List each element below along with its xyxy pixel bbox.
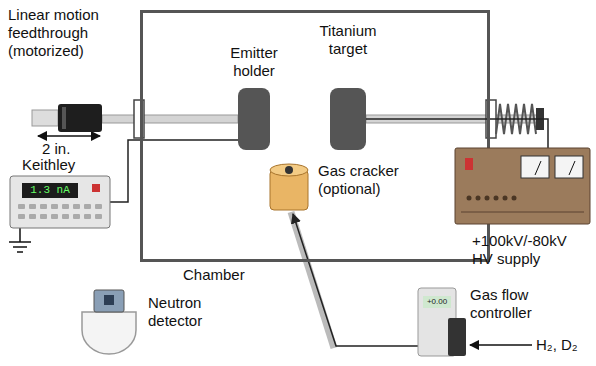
cable (110, 140, 238, 202)
gas-label: H₂, D₂ (536, 336, 578, 354)
cable (366, 119, 548, 148)
hv-supply-shape (455, 148, 590, 224)
emitter-rod (102, 115, 238, 123)
neutron-detector-shape (78, 288, 140, 356)
cable (293, 214, 418, 346)
gas-cracker-shape (266, 160, 312, 214)
linear-feedthrough: Linear motion feedthrough (motorized) (32, 104, 102, 132)
vacuum-chamber: ChamberEmitter holderTitanium targetGas … (140, 10, 490, 262)
neutron-detector: Neutron detector (78, 288, 140, 356)
part-label: Titanium target (306, 22, 390, 58)
display-readout: 1.3 nA (22, 183, 78, 198)
part-label: Neutron detector (148, 294, 220, 330)
part-label: Linear motion feedthrough (motorized) (8, 6, 138, 60)
part-label: Gas cracker (optional) (318, 162, 414, 198)
part-label: +100kV/-80kV HV supply (472, 232, 584, 268)
part-label: Chamber (183, 266, 273, 284)
gas-flow-controller: Gas flow controller+0.00 (418, 288, 466, 356)
cracker-tube (291, 212, 334, 348)
keithley-meter: Keithley1.3 nA (10, 176, 110, 228)
gas-inlet-arrow (470, 344, 532, 346)
emitter-holder: Emitter holder (238, 88, 270, 150)
travel-arrow (38, 135, 100, 137)
dimension-label: 2 in. (42, 140, 70, 158)
hv-supply: +100kV/-80kV HV supply (455, 148, 590, 224)
linear-feedthrough-shape (32, 104, 102, 132)
titanium-target: Titanium target (330, 88, 366, 150)
gas-cracker: Gas cracker (optional) (266, 160, 312, 214)
ground-symbol (9, 228, 31, 252)
display-readout: +0.00 (423, 296, 451, 308)
part-label: Emitter holder (212, 44, 296, 80)
part-label: Keithley (22, 156, 112, 174)
part-label: Gas flow controller (470, 286, 548, 322)
